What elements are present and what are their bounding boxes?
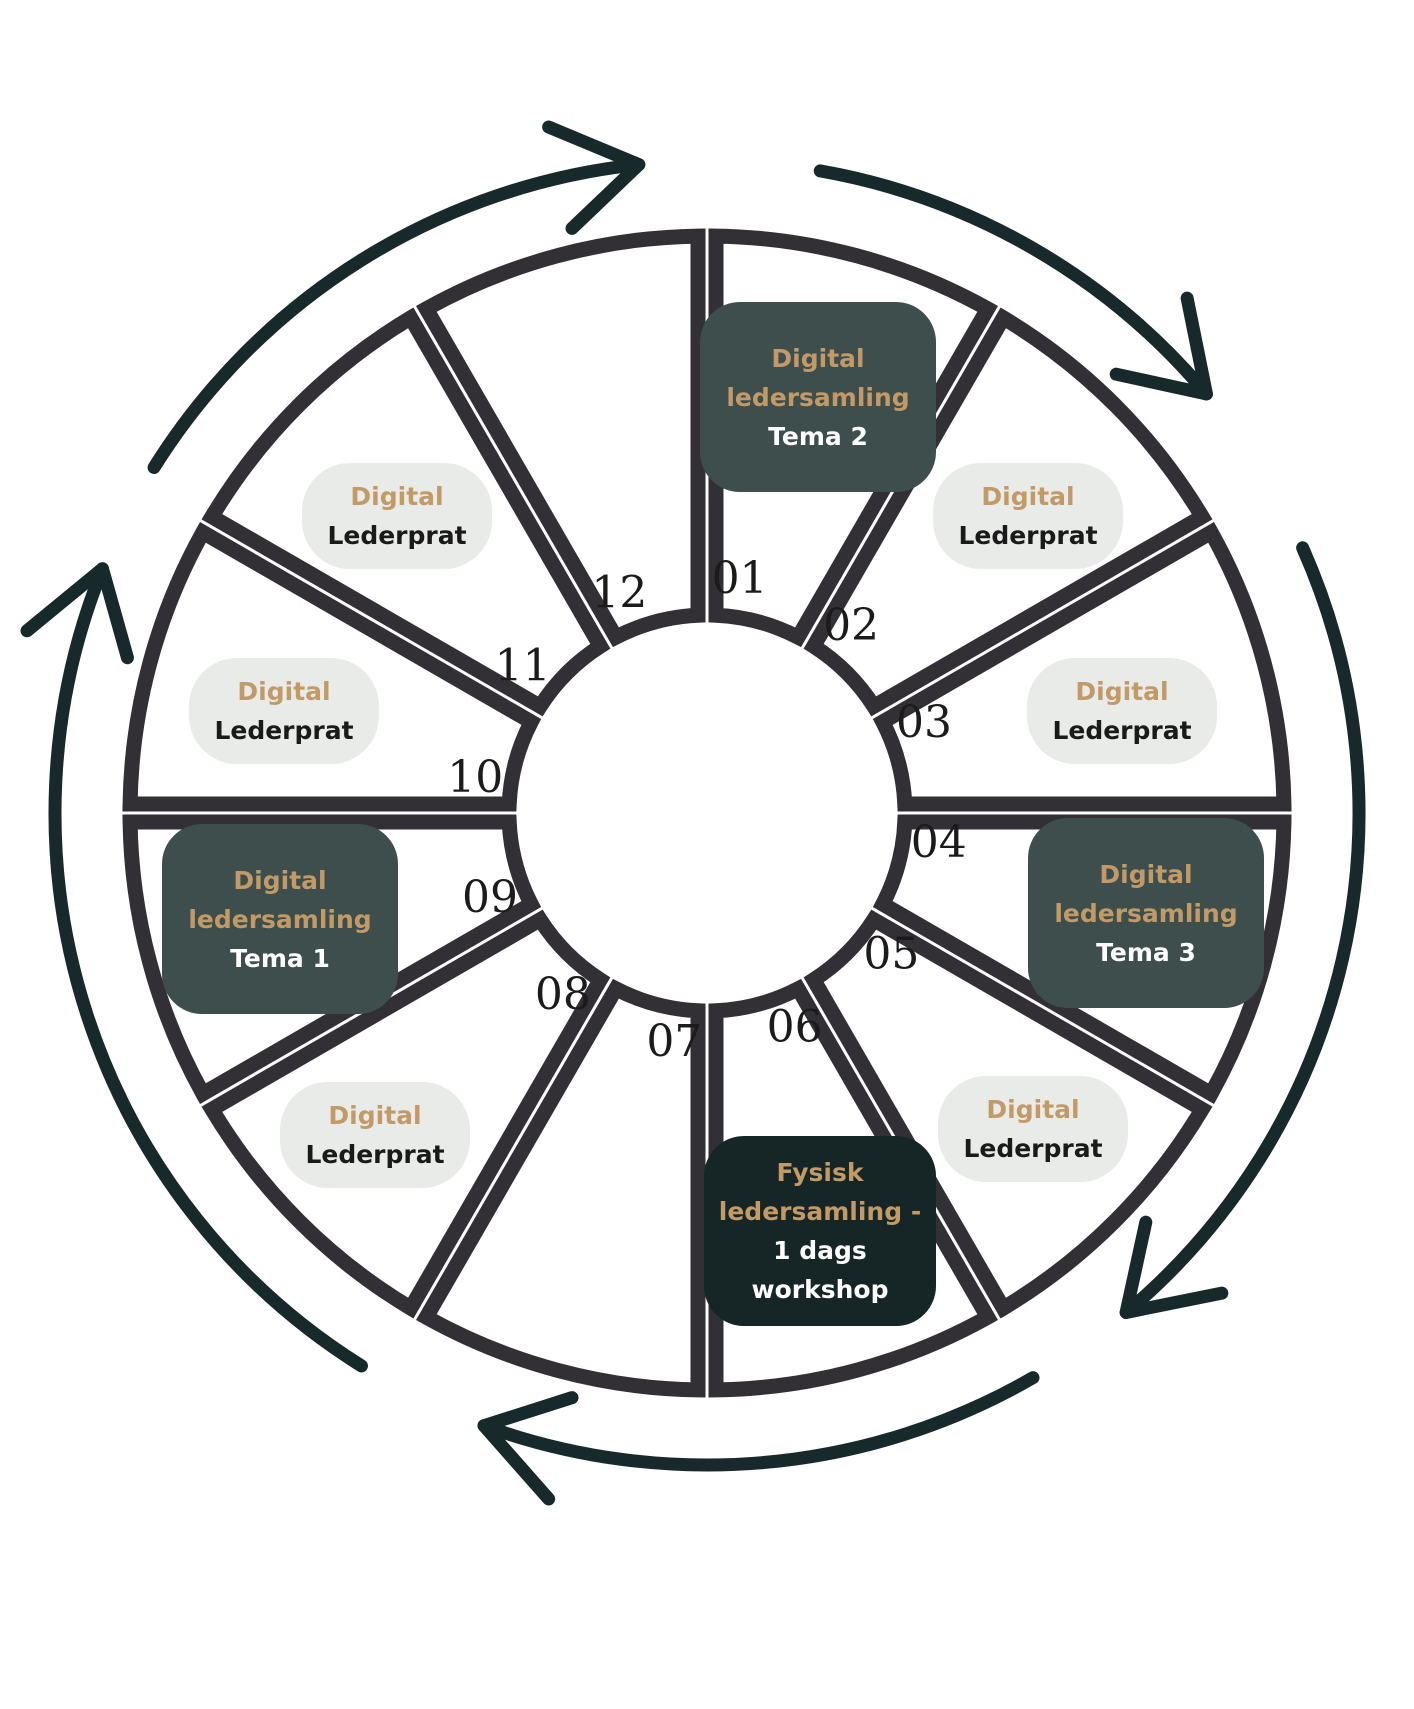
month-segment-07: [416, 978, 706, 1398]
event-line-2: ledersamling -: [718, 1197, 922, 1226]
event-line-1: Digital: [1075, 677, 1169, 706]
cycle-arrow-2: [1119, 541, 1366, 1319]
month-segment-12: [416, 228, 706, 648]
month-number-10: 10: [447, 752, 503, 803]
event-pill-m10: Digital Lederprat: [189, 658, 379, 764]
event-pill-m02: Digital Lederprat: [933, 463, 1123, 569]
event-line-1: Digital: [771, 343, 865, 373]
cycle-arrow-4: [48, 562, 368, 1373]
event-line-3: 1 dags: [773, 1236, 867, 1265]
event-pill-m08: Digital Lederprat: [280, 1082, 470, 1188]
cycle-arrow-4-head: [20, 562, 134, 665]
cycle-arrow-1-head: [1109, 291, 1213, 401]
event-line-2: Lederprat: [327, 521, 467, 550]
event-line-4: workshop: [751, 1275, 889, 1304]
event-line-1: Digital: [986, 1095, 1080, 1124]
cycle-arrow-1: [813, 164, 1213, 401]
event-line-3: Tema 2: [768, 421, 868, 451]
month-number-08: 08: [535, 969, 591, 1020]
month-number-05: 05: [863, 929, 919, 980]
event-line-1: Digital: [237, 677, 331, 706]
month-number-09: 09: [462, 872, 518, 923]
month-number-04: 04: [911, 817, 967, 868]
event-line-1: Fysisk: [776, 1158, 864, 1187]
cycle-arrow-3-head: [477, 1391, 579, 1506]
event-line-1: Digital: [328, 1101, 422, 1130]
event-line-2: Lederprat: [305, 1140, 445, 1169]
month-number-06: 06: [767, 1001, 823, 1052]
event-pill-m04: Digital ledersamling Tema 3: [1028, 818, 1264, 1008]
event-line-1: Digital: [233, 865, 327, 895]
event-line-2: ledersamling: [188, 904, 372, 934]
event-line-3: Tema 3: [1096, 937, 1196, 967]
event-line-2: Lederprat: [958, 521, 1098, 550]
event-line-2: ledersamling: [726, 382, 910, 412]
month-number-03: 03: [896, 697, 952, 748]
event-line-1: Digital: [350, 482, 444, 511]
cycle-arrow-3: [477, 1371, 1040, 1472]
event-line-3: Tema 1: [230, 943, 330, 973]
month-number-07: 07: [646, 1016, 702, 1067]
cycle-arrow-5-head: [542, 120, 646, 235]
event-line-2: Lederprat: [214, 716, 354, 745]
month-number-12: 12: [591, 568, 647, 619]
event-pill-m06: Fysisk ledersamling - 1 dags workshop: [704, 1136, 936, 1326]
cycle-arrow-2-head: [1119, 1215, 1229, 1319]
cycle-arrow-5: [147, 158, 646, 474]
event-line-2: Lederprat: [963, 1134, 1103, 1163]
month-number-11: 11: [495, 640, 551, 691]
event-line-2: Lederprat: [1052, 716, 1192, 745]
event-pill-m11: Digital Lederprat: [302, 463, 492, 569]
event-pill-m03: Digital Lederprat: [1027, 658, 1217, 764]
event-pill-m09: Digital ledersamling Tema 1: [162, 824, 398, 1014]
event-line-1: Digital: [981, 482, 1075, 511]
cycle-arrows: [20, 120, 1366, 1506]
event-line-1: Digital: [1099, 859, 1193, 889]
event-pill-m05: Digital Lederprat: [938, 1076, 1128, 1182]
event-pill-m01: Digital ledersamling Tema 2: [700, 302, 936, 492]
month-number-01: 01: [712, 553, 768, 604]
event-line-2: ledersamling: [1054, 898, 1238, 928]
month-numbers: 01 02 03 04 05 06 07 08 09 10 11 12: [447, 553, 966, 1067]
month-number-02: 02: [823, 600, 879, 651]
